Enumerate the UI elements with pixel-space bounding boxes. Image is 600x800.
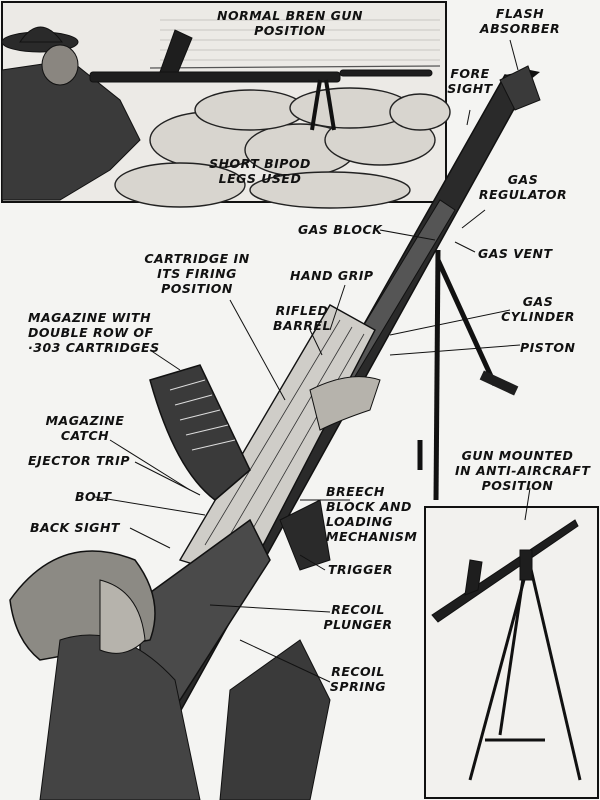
label-hand-grip: HAND GRIP: [290, 268, 374, 283]
label-gas-vent: GAS VENT: [478, 246, 553, 261]
sandbags: [114, 87, 451, 209]
soldier-prone: [1, 26, 141, 201]
inset-normal-position: [1, 1, 451, 209]
inset-anti-aircraft: [424, 506, 599, 799]
label-piston: PISTON: [520, 340, 576, 355]
gun-normal: [89, 29, 433, 131]
label-bolt: BOLT: [75, 489, 112, 504]
label-gas-block: GAS BLOCK: [298, 222, 383, 237]
soldier-firing: [9, 376, 381, 800]
label-back-sight: BACK SIGHT: [30, 520, 120, 535]
label-trigger: TRIGGER: [328, 562, 393, 577]
leader-lines: [94, 39, 531, 683]
label-ejector-trip: EJECTOR TRIP: [28, 453, 130, 468]
